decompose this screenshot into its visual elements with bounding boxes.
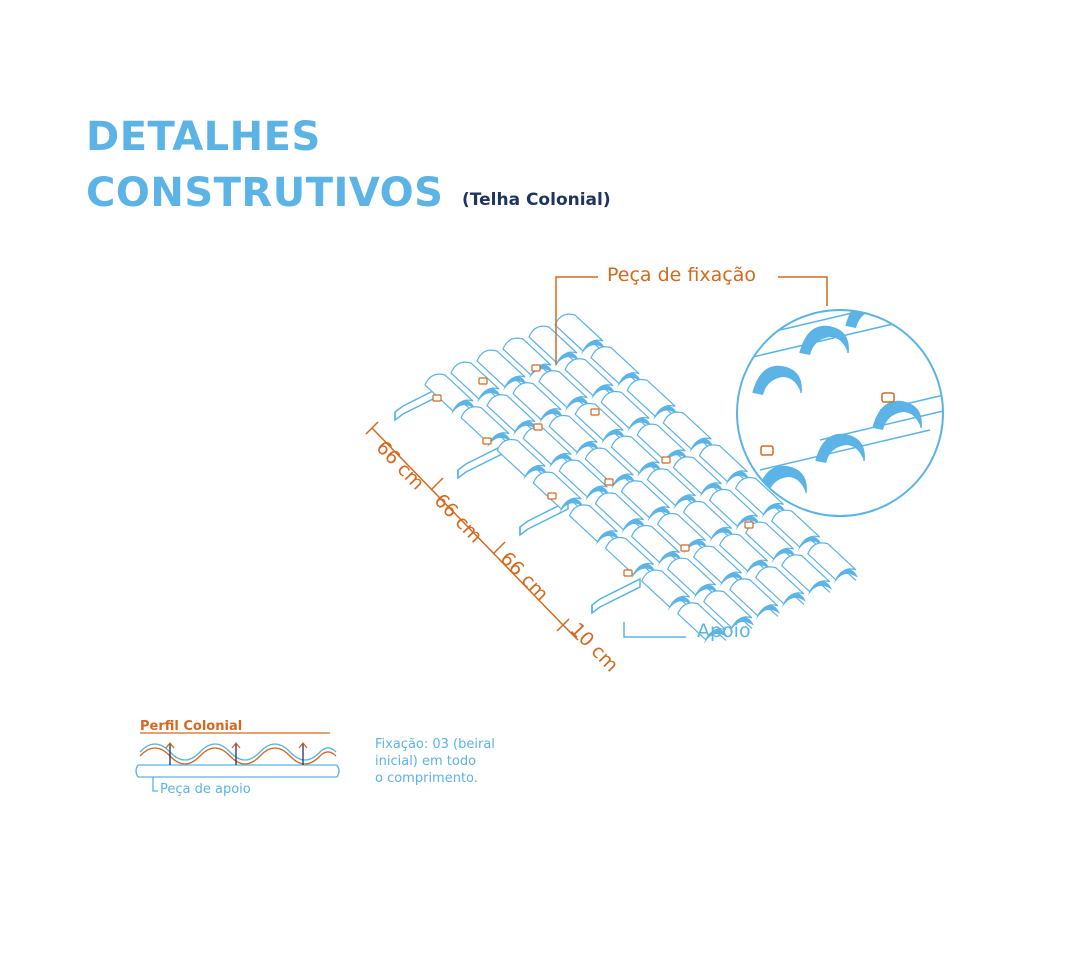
fixing-piece-marker — [531, 364, 541, 372]
tile-field — [424, 313, 858, 644]
roof-tile-cap — [477, 388, 501, 403]
roof-tile-cap — [555, 352, 579, 367]
zoom-tile-cap — [753, 366, 802, 395]
fixing-leader — [555, 276, 828, 365]
roof-tile-cap — [761, 503, 786, 519]
zoom-tile-line — [759, 429, 931, 471]
fixing-piece-marker — [661, 456, 671, 464]
fixing-piece-marker — [533, 423, 543, 431]
zoom-tile-arc — [757, 465, 807, 494]
roof-tile-cap — [595, 530, 620, 546]
zoom-tile-arc — [799, 325, 849, 354]
roof-tile-cap — [703, 628, 728, 644]
fixing-piece-marker — [623, 569, 633, 577]
roof-tile-cap — [529, 364, 553, 379]
zoom-tile-line — [739, 319, 911, 361]
fixing-piece-marker — [547, 492, 557, 500]
fixing-piece-marker — [482, 437, 492, 445]
roof-tile-cap — [559, 498, 584, 514]
zoom-tile-arc — [815, 433, 865, 462]
roof-tile-cap — [523, 465, 548, 481]
roof-tile-cap — [617, 372, 642, 388]
support-leader — [623, 622, 686, 638]
zoom-fixing-piece — [760, 445, 774, 456]
roof-tile-cap — [487, 432, 512, 448]
roof-tile-cap — [627, 417, 652, 433]
zoom-tile-cap — [800, 326, 849, 355]
roof-tile-cap — [657, 551, 682, 567]
roof-tile-cap — [451, 400, 475, 415]
fixing-piece-marker — [478, 377, 488, 385]
roof-tile-cap — [693, 584, 718, 600]
zoom-tile-arc — [752, 365, 802, 394]
fixing-note: Fixação: 03 (beiral inicial) em todo o c… — [375, 737, 495, 788]
roof-tile-cap — [683, 539, 708, 555]
roof-tile-cap — [637, 462, 662, 478]
fixing-piece-marker — [432, 394, 442, 402]
roof-tile-cap — [807, 580, 832, 596]
zoom-tile-line — [830, 260, 1000, 300]
zoom-tile-cap — [758, 466, 807, 495]
roof-tile-cap — [585, 486, 610, 502]
roof-tile-cap — [647, 506, 672, 522]
zoom-tile-cap — [873, 401, 922, 430]
title-line-1: DETALHES — [86, 114, 321, 160]
detail-circle — [736, 260, 1000, 517]
roof-tile-cap — [591, 384, 616, 400]
zoom-tile-line — [819, 399, 943, 441]
colonial-profile-section — [135, 732, 340, 792]
support-batten — [591, 577, 641, 615]
fixing-piece-marker — [680, 544, 690, 552]
fixing-piece-marker — [604, 478, 614, 486]
zoom-tile-cap — [816, 434, 865, 463]
roof-tile-cap — [601, 429, 626, 445]
support-battens — [394, 384, 641, 615]
zoom-tile-line — [779, 310, 943, 331]
roof-tile-cap — [745, 560, 770, 576]
roof-tile-cap — [689, 438, 714, 454]
fixing-note-line: inicial) em todo — [375, 753, 477, 769]
roof-tile-cap — [565, 396, 590, 412]
roof-tile-cap — [719, 572, 744, 588]
zoom-tile-arc — [872, 400, 922, 429]
profile-label: Perfil Colonial — [140, 719, 243, 734]
roof-tile-cap — [699, 482, 724, 498]
roof-tile-cap — [581, 340, 605, 355]
subtitle: (Telha Colonial) — [462, 190, 611, 210]
roof-tile-cap — [631, 563, 656, 579]
dimension-lines — [365, 421, 579, 641]
roof-tile-cap — [833, 568, 858, 584]
fixing-piece-label: Peça de fixação — [607, 264, 756, 286]
roof-tile-cap — [781, 592, 806, 608]
fixing-note-line: o comprimento. — [375, 770, 478, 786]
fixing-note-line: Fixação: 03 (beiral — [375, 737, 495, 752]
roof-tile-cap — [673, 494, 698, 510]
roof-tile-cap — [771, 548, 796, 564]
roof-tile-cap — [797, 536, 822, 552]
roof-tile-cap — [611, 474, 636, 490]
title-line-2: CONSTRUTIVOS — [86, 170, 444, 216]
roof-tile-cap — [663, 450, 688, 466]
roof-tile-cap — [729, 616, 754, 632]
support-label: Apoio — [697, 620, 751, 642]
roof-tile-cap — [549, 453, 574, 469]
roof-tile-cap — [575, 441, 600, 457]
roof-tile-cap — [513, 420, 538, 436]
roof-tile-cap — [667, 596, 692, 612]
roof-tile-cap — [735, 515, 760, 531]
roof-tile-cap — [709, 527, 734, 543]
roof-tile-cap — [725, 470, 750, 486]
roof-tile-cap — [503, 376, 527, 391]
support-piece-label: Peça de apoio — [160, 782, 251, 797]
roof-tile-cap — [653, 405, 678, 421]
fixing-piece-marker — [744, 521, 754, 529]
fixing-piece-marker — [590, 408, 600, 416]
roof-tile-cap — [621, 518, 646, 534]
zoom-fixing-piece — [881, 392, 895, 403]
roof-tile-cap — [539, 408, 564, 424]
zoom-tile-cap — [846, 310, 895, 328]
roof-tile-cap — [755, 604, 780, 620]
